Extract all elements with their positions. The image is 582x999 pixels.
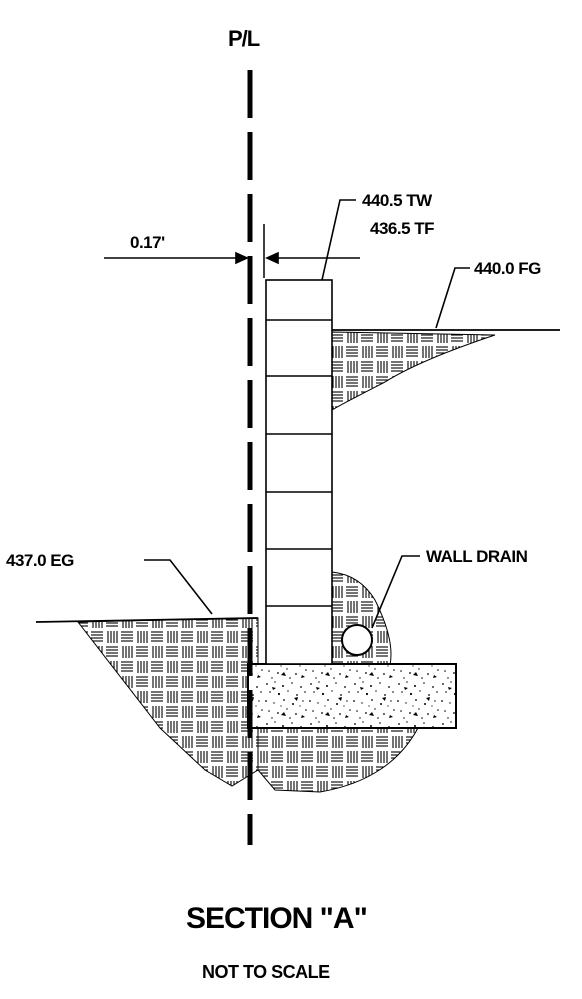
section-title: SECTION "A" (186, 902, 367, 935)
property-line-label: P/L (228, 26, 260, 51)
existing-grade-label: 437.0 EG (6, 551, 74, 570)
retaining-wall (265, 279, 333, 665)
top-of-footing-label: 436.5 TF (370, 219, 434, 238)
scale-note: NOT TO SCALE (202, 962, 330, 982)
finish-grade-label: 440.0 FG (474, 259, 541, 278)
leader-lines (144, 199, 470, 629)
existing-soil (76, 617, 259, 787)
wall-drain-pipe (341, 624, 373, 656)
backfill-soil (331, 331, 496, 411)
wall-drain-label: WALL DRAIN (426, 547, 528, 566)
footing (247, 663, 457, 729)
offset-dimension-label: 0.17' (130, 233, 165, 252)
existing-grade-line (35, 617, 259, 623)
offset-dimension (104, 251, 360, 265)
subgrade-soil (257, 727, 419, 793)
top-of-wall-label: 440.5 TW (362, 191, 433, 210)
